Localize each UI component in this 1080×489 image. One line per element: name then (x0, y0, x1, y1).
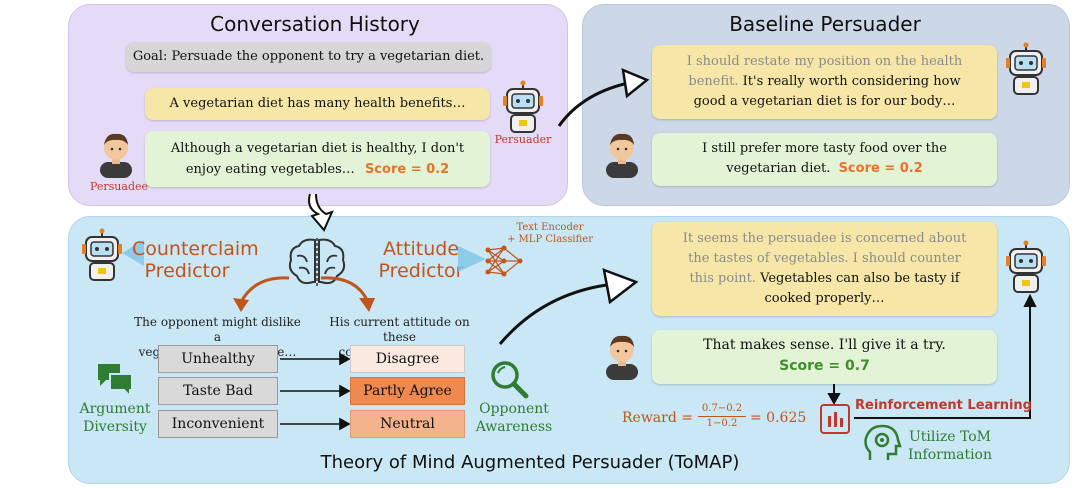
counterclaim-robot-icon (80, 228, 124, 282)
reward-numerator: 0.7−0.2 (698, 402, 746, 417)
opponent-line1: Opponent (479, 401, 549, 417)
magnifier-icon (491, 361, 529, 399)
tomap-persuader-line4: cooked properly… (764, 291, 885, 306)
encoder-line1: Text Encoder (516, 222, 584, 233)
persuadee-message-line1: Although a vegetarian diet is healthy, I… (170, 141, 465, 156)
baseline-persuadee-avatar-icon (600, 128, 644, 178)
counterclaim-line1: Counterclaim (132, 238, 259, 260)
curved-arrows-icon (233, 276, 375, 312)
argument-line2: Diversity (83, 419, 147, 435)
rl-loop-arrows-icon (827, 293, 1037, 419)
claim-inconvenient: Inconvenient (158, 410, 278, 438)
baseline-persuadee-text: vegetarian diet. (726, 161, 831, 176)
utilize-tom-label: Utilize ToM Information (898, 428, 1002, 464)
tomap-persuader-line3: this point. Vegetables can also be tasty… (652, 269, 997, 289)
argument-line1: Argument (79, 401, 151, 417)
opponent-line2: Awareness (475, 419, 553, 435)
baseline-score-value: Score = 0.2 (838, 161, 923, 176)
persuadee-label: Persuadee (89, 180, 149, 193)
baseline-persuadee-line1: I still prefer more tasty food over the (702, 141, 947, 156)
counterclaim-predictor-label: Counterclaim Predictor (132, 238, 259, 282)
attitude-partly-agree: Partly Agree (350, 377, 465, 405)
claim-taste-bad: Taste Bad (158, 377, 278, 405)
baseline-persuader-title: Baseline Persuader (729, 12, 921, 36)
tomap-robot-icon (1004, 240, 1048, 294)
tomap-persuadee-message: That makes sense. I'll give it a try. Sc… (652, 330, 997, 384)
reward-label: Reward = (622, 410, 693, 426)
attitude-note-line1: His current attitude on these (329, 315, 470, 344)
tomap-persuader-message: It seems the persuadee is concerned abou… (652, 222, 997, 316)
argument-diversity-label: Argument Diversity (70, 400, 160, 436)
tomap-persuader-line2: the tastes of vegetables. I should count… (688, 251, 961, 266)
baseline-persuader-line2: benefit. It's really worth considering h… (652, 72, 997, 92)
tomap-persuader-line3-black: Vegetables can also be tasty if (756, 271, 960, 286)
reinforcement-learning-label: Reinforcement Learning (855, 398, 1032, 413)
persuadee-message-line2: enjoy eating vegetables… Score = 0.2 (145, 159, 490, 180)
persuader-message: A vegetarian diet has many health benefi… (145, 88, 490, 120)
reward-value: = 0.625 (750, 410, 807, 426)
baseline-persuader-line2-grey: benefit. (688, 74, 739, 89)
reward-fraction: 0.7−0.2 1−0.2 (698, 402, 746, 431)
persuader-label: Persuader (494, 133, 552, 146)
opponent-awareness-label: Opponent Awareness (466, 400, 562, 436)
reward-denominator: 1−0.2 (706, 418, 738, 429)
conversation-history-title: Conversation History (210, 12, 420, 36)
attitude-neutral: Neutral (350, 410, 465, 438)
neural-network-icon (485, 245, 523, 277)
chat-bubbles-icon (98, 364, 133, 398)
tomap-persuader-line3-grey: this point. (689, 271, 757, 286)
baseline-persuader-line3: good a vegetarian diet is for our body… (693, 94, 956, 109)
counterclaim-beam-icon (122, 240, 144, 266)
utilize-line1: Utilize ToM (909, 429, 991, 445)
encoder-line2: + MLP Classifier (507, 234, 593, 245)
baseline-persuader-line1: I should restate my position on the heal… (686, 54, 963, 69)
attitude-predictor-label: Attitude Predictor (378, 238, 464, 282)
baseline-persuadee-message: I still prefer more tasty food over the … (652, 133, 997, 186)
tomap-score-value: Score = 0.7 (779, 358, 870, 374)
counterclaim-line2: Predictor (144, 260, 230, 282)
reward-formula: Reward = 0.7−0.2 1−0.2 = 0.625 (622, 400, 818, 440)
persuader-robot-icon (501, 80, 545, 134)
down-arrow-icon (308, 193, 334, 232)
tomap-title: Theory of Mind Augmented Persuader (ToMA… (320, 452, 740, 473)
attitude-disagree: Disagree (350, 345, 465, 373)
tomap-persuadee-line1: That makes sense. I'll give it a try. (703, 337, 946, 353)
attitude-beam-icon (458, 246, 486, 272)
baseline-persuader-message: I should restate my position on the heal… (652, 45, 997, 119)
head-gear-icon (864, 424, 902, 460)
tomap-persuadee-avatar-icon (600, 330, 644, 380)
utilize-line2: Information (907, 447, 993, 463)
attitude-line1: Attitude (382, 238, 460, 260)
baseline-persuadee-line2: vegetarian diet. Score = 0.2 (652, 159, 997, 179)
brain-icon (288, 238, 346, 286)
claim-arrows-icon (280, 352, 350, 431)
encoder-label: Text Encoder + MLP Classifier (500, 222, 600, 246)
arrow-to-tomap-message-icon (498, 268, 639, 345)
opponent-note-line1: The opponent might dislike a (134, 315, 301, 344)
attitude-line2: Predictor (378, 260, 464, 282)
baseline-persuader-line2-black: It's really worth considering how (738, 74, 961, 89)
goal-bubble: Goal: Persuade the opponent to try a veg… (126, 42, 491, 72)
score-value: Score = 0.2 (364, 162, 450, 177)
tomap-persuader-line1: It seems the persuadee is concerned abou… (682, 231, 967, 246)
arrow-to-baseline-icon (557, 67, 650, 127)
persuadee-message-text: enjoy eating vegetables… (185, 162, 355, 177)
baseline-robot-icon (1004, 42, 1048, 96)
reward-bars-icon (820, 404, 850, 434)
persuadee-message: Although a vegetarian diet is healthy, I… (145, 131, 490, 187)
persuadee-avatar-icon (94, 128, 138, 178)
claim-unhealthy: Unhealthy (158, 345, 278, 373)
